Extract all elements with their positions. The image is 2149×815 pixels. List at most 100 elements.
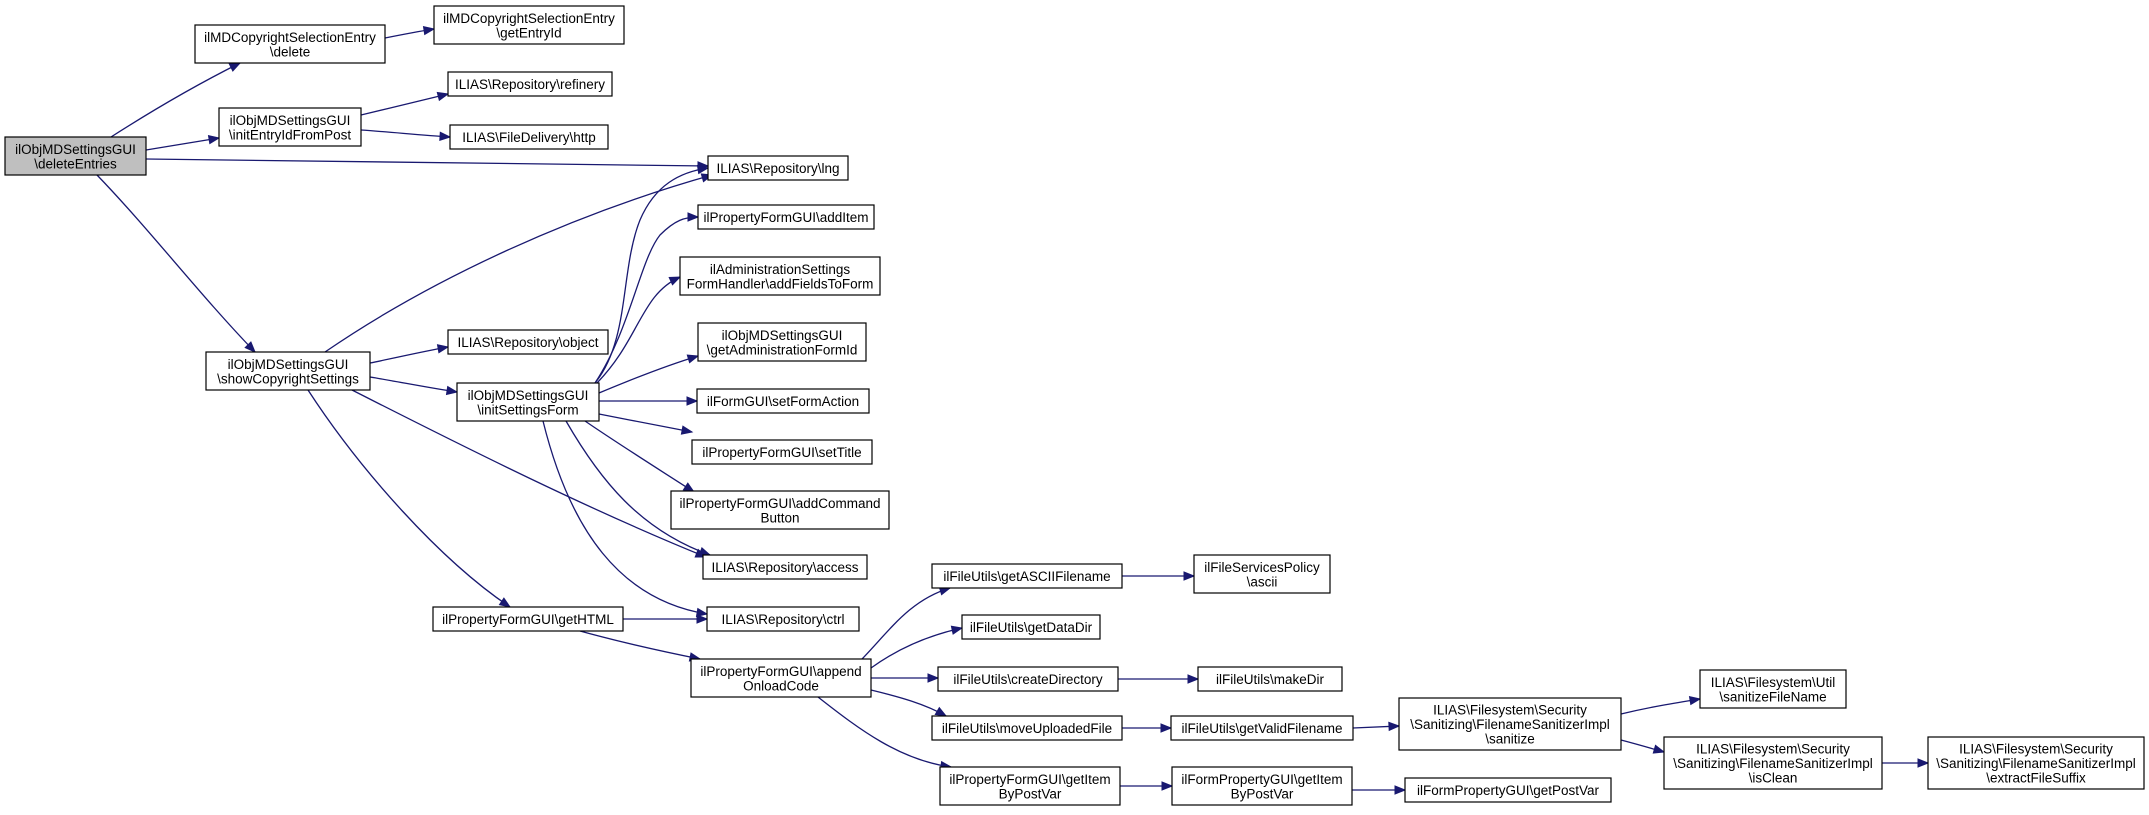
node-lng[interactable]: ILIAS\Repository\lng	[707, 155, 849, 181]
node-get-h-t-m-l[interactable]: ilPropertyFormGUI\getHTML	[432, 606, 624, 632]
node-label: ilFileUtils\makeDir	[1216, 672, 1325, 687]
node-label: ilObjMDSettingsGUI	[722, 328, 843, 343]
node-box	[432, 606, 624, 632]
arrowhead-icon	[1917, 758, 1930, 768]
node-box	[1699, 669, 1847, 709]
node-show-copyright-settings[interactable]: ilObjMDSettingsGUI\showCopyrightSettings	[205, 351, 371, 391]
call-edge	[1122, 723, 1173, 733]
node-add-fields-to-form[interactable]: ilAdministrationSettingsFormHandler\addF…	[679, 256, 881, 296]
edge-line	[145, 158, 709, 167]
node-http[interactable]: ILIAS\FileDelivery\http	[449, 124, 609, 150]
node-box	[4, 136, 147, 176]
edge-line	[861, 587, 951, 660]
node-box	[937, 666, 1119, 692]
node-get-a-s-c-i-i-filename[interactable]: ilFileUtils\getASCIIFilename	[931, 563, 1123, 589]
node-sanitize-file-name[interactable]: ILIAS\Filesystem\Util\sanitizeFileName	[1699, 669, 1847, 709]
node-label: ilPropertyFormGUI\getHTML	[442, 612, 614, 627]
arrowhead-icon	[445, 385, 459, 396]
node-label: ILIAS\Filesystem\Security	[1959, 742, 2113, 757]
node-get-entry-id[interactable]: ilMDCopyrightSelectionEntry\getEntryId	[433, 5, 625, 45]
node-set-title[interactable]: ilPropertyFormGUI\setTitle	[691, 439, 873, 465]
node-copy-delete[interactable]: ilMDCopyrightSelectionEntry\delete	[194, 24, 386, 64]
node-box	[696, 388, 870, 414]
arrowhead-icon	[934, 706, 948, 717]
node-label: ilFileUtils\createDirectory	[953, 672, 1103, 687]
node-sanitize[interactable]: ILIAS\Filesystem\Security\Sanitizing\Fil…	[1398, 697, 1622, 751]
call-edge	[871, 673, 940, 683]
call-edge	[598, 354, 700, 394]
call-edge	[96, 174, 256, 353]
arrowhead-icon	[498, 597, 512, 608]
call-edge	[307, 389, 512, 608]
node-label: ilPropertyFormGUI\setTitle	[702, 445, 861, 460]
node-box	[449, 124, 609, 150]
node-init-settings-form[interactable]: ilObjMDSettingsGUI\initSettingsForm	[456, 382, 600, 422]
node-add-item[interactable]: ilPropertyFormGUI\addItem	[697, 204, 875, 230]
arrowhead-icon	[244, 341, 256, 353]
node-delete-entries[interactable]: ilObjMDSettingsGUI\deleteEntries	[4, 136, 147, 176]
node-label: \extractFileSuffix	[1986, 771, 2086, 786]
call-edge	[1118, 674, 1200, 684]
node-set-form-action[interactable]: ilFormGUI\setFormAction	[696, 388, 870, 414]
call-edge	[1120, 781, 1174, 791]
node-box	[1170, 715, 1354, 741]
node-get-administration-form-id[interactable]: ilObjMDSettingsGUI\getAdministrationForm…	[697, 322, 867, 362]
node-box	[939, 766, 1121, 806]
node-refinery[interactable]: ILIAS\Repository\refinery	[447, 71, 613, 97]
node-box	[433, 5, 625, 45]
call-edge	[542, 420, 709, 618]
node-box	[218, 107, 362, 147]
node-ascii[interactable]: ilFileServicesPolicy\ascii	[1193, 554, 1331, 594]
arrowhead-icon	[680, 425, 694, 435]
node-ctrl[interactable]: ILIAS\Repository\ctrl	[706, 606, 860, 632]
edge-line	[870, 689, 947, 717]
node-object[interactable]: ILIAS\Repository\object	[447, 329, 609, 355]
node-get-data-dir[interactable]: ilFileUtils\getDataDir	[961, 614, 1101, 640]
node-label: ilMDCopyrightSelectionEntry	[204, 30, 376, 45]
node-init-entry-id-from-post[interactable]: ilObjMDSettingsGUI\initEntryIdFromPost	[218, 107, 362, 147]
call-nodes: ilObjMDSettingsGUI\deleteEntries ilMDCopy…	[4, 5, 2145, 806]
node-label: ilFileUtils\moveUploadedFile	[942, 721, 1112, 736]
node-is-clean[interactable]: ILIAS\Filesystem\Security\Sanitizing\Fil…	[1663, 736, 1883, 790]
call-edge	[584, 420, 696, 493]
node-box	[1398, 697, 1622, 751]
call-edge	[384, 25, 436, 39]
node-label: ilObjMDSettingsGUI	[15, 142, 136, 157]
node-extract-file-suffix[interactable]: ILIAS\Filesystem\Security\Sanitizing\Fil…	[1927, 736, 2145, 790]
node-label: ilObjMDSettingsGUI	[230, 113, 351, 128]
node-make-dir[interactable]: ilFileUtils\makeDir	[1197, 666, 1343, 692]
call-edge	[145, 135, 221, 151]
node-get-post-var[interactable]: ilFormPropertyGUI\getPostVar	[1404, 777, 1612, 803]
edge-line	[542, 420, 708, 615]
node-label: \isClean	[1749, 771, 1798, 786]
node-box	[447, 329, 609, 355]
node-box	[961, 614, 1101, 640]
arrowhead-icon	[927, 673, 940, 683]
call-edge	[1620, 739, 1666, 754]
node-box	[205, 351, 371, 391]
arrowhead-icon	[696, 164, 710, 175]
call-edge	[598, 413, 694, 435]
edge-line	[96, 174, 256, 353]
node-box	[1404, 777, 1612, 803]
node-get-valid-filename[interactable]: ilFileUtils\getValidFilename	[1170, 715, 1354, 741]
node-label: ILIAS\Repository\refinery	[455, 77, 605, 92]
node-label: \delete	[270, 44, 311, 59]
call-edge	[1122, 571, 1196, 581]
call-edge	[594, 276, 682, 386]
arrowhead-icon	[1161, 781, 1174, 791]
node-move-uploaded-file[interactable]: ilFileUtils\moveUploadedFile	[931, 715, 1123, 741]
node-create-directory[interactable]: ilFileUtils\createDirectory	[937, 666, 1119, 692]
arrowhead-icon	[422, 25, 436, 36]
arrowhead-icon	[1160, 723, 1173, 733]
node-access[interactable]: ILIAS\Repository\access	[702, 554, 868, 580]
edge-line	[594, 276, 681, 386]
node-label: ILIAS\Filesystem\Security	[1696, 742, 1850, 757]
edge-line	[579, 630, 701, 660]
node-label: \sanitizeFileName	[1719, 689, 1826, 704]
